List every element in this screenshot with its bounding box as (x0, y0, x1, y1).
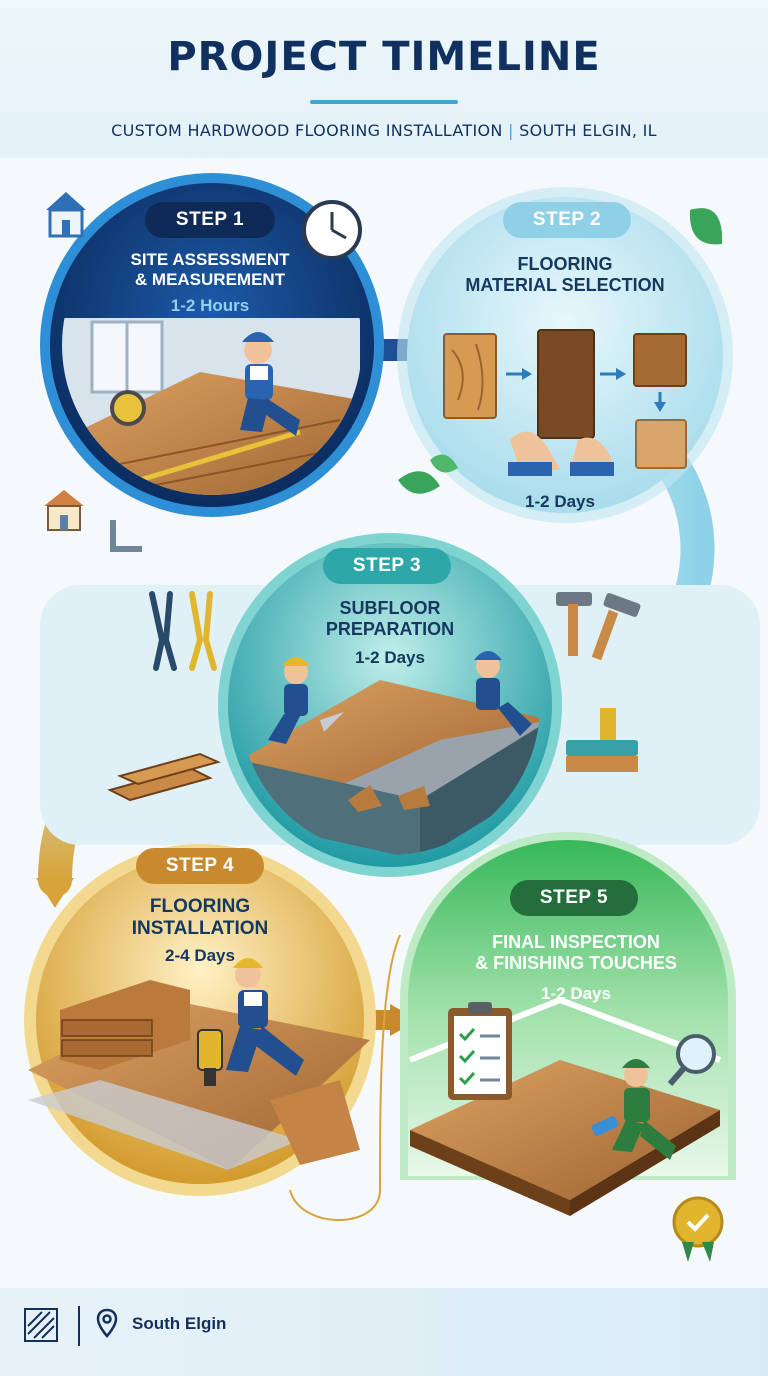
step-5-title: FINAL INSPECTION & FINISHING TOUCHES (436, 932, 716, 974)
step-4-badge: STEP 4 (136, 848, 264, 884)
house-icon (46, 192, 86, 238)
step-5-badge: STEP 5 (510, 880, 638, 916)
map-pin-icon (96, 1308, 118, 1338)
step-4-duration: 2-4 Days (165, 946, 235, 965)
step-4-title-line2: INSTALLATION (131, 918, 269, 940)
footer-divider (78, 1306, 80, 1346)
subtitle-project: CUSTOM HARDWOOD FLOORING INSTALLATION (111, 121, 503, 140)
step-1-illustration (40, 173, 384, 517)
square-ruler-icon (110, 520, 142, 552)
step-1-badge: STEP 1 (145, 202, 275, 238)
hammer-icon (556, 592, 641, 661)
clock-icon (302, 200, 362, 260)
step-5-illustration (400, 832, 736, 1262)
step-4-title-line1: FLOORING (149, 896, 251, 917)
step-1-title-line1: SITE ASSESSMENT (130, 250, 290, 269)
pliers-icon (149, 591, 217, 671)
step-5-duration: 1-2 Days (541, 984, 611, 1003)
step-2-title: FLOORING MATERIAL SELECTION (430, 254, 700, 296)
step-3-title: SUBFLOOR PREPARATION (280, 598, 500, 640)
step-4-illustration (24, 844, 376, 1196)
subtitle-separator: | (508, 121, 514, 140)
step-1-title-line2: & MEASUREMENT (134, 270, 286, 290)
page-title: PROJECT TIMELINE (167, 34, 601, 80)
header: PROJECT TIMELINE CUSTOM HARDWOOD FLOORIN… (0, 0, 768, 158)
title-underline (310, 100, 458, 104)
step-2-duration: 1-2 Days (525, 492, 595, 511)
wood-grain-logo-icon (24, 1308, 58, 1342)
step-3-title-line2: PREPARATION (325, 619, 455, 640)
step-2-illustration (397, 187, 733, 523)
footer: South Elgin (0, 1288, 768, 1376)
house-small-icon (44, 490, 84, 531)
step-3-title-line1: SUBFLOOR (339, 598, 441, 618)
step-2-title-line1: FLOORING (517, 254, 613, 274)
step-1-title: SITE ASSESSMENT & MEASUREMENT (90, 250, 330, 290)
trowel-icon (566, 708, 638, 772)
subtitle-location: SOUTH ELGIN, IL (519, 121, 657, 140)
step-4-title: FLOORING INSTALLATION (90, 896, 310, 941)
step-2-title-line2: MATERIAL SELECTION (465, 275, 665, 296)
page-subtitle: CUSTOM HARDWOOD FLOORING INSTALLATION | … (0, 121, 768, 140)
step-1-duration: 1-2 Hours (170, 296, 250, 315)
footer-location: South Elgin (132, 1314, 227, 1333)
leaf-icon (398, 208, 723, 494)
step-5-title-line1: FINAL INSPECTION (492, 932, 660, 952)
wood-planks-icon (107, 752, 221, 802)
step-3-badge: STEP 3 (323, 548, 451, 584)
step-2-badge: STEP 2 (503, 202, 631, 238)
step-5-title-line2: & FINISHING TOUCHES (475, 953, 677, 974)
step-3-illustration (40, 533, 760, 877)
step-3-duration: 1-2 Days (355, 648, 425, 667)
